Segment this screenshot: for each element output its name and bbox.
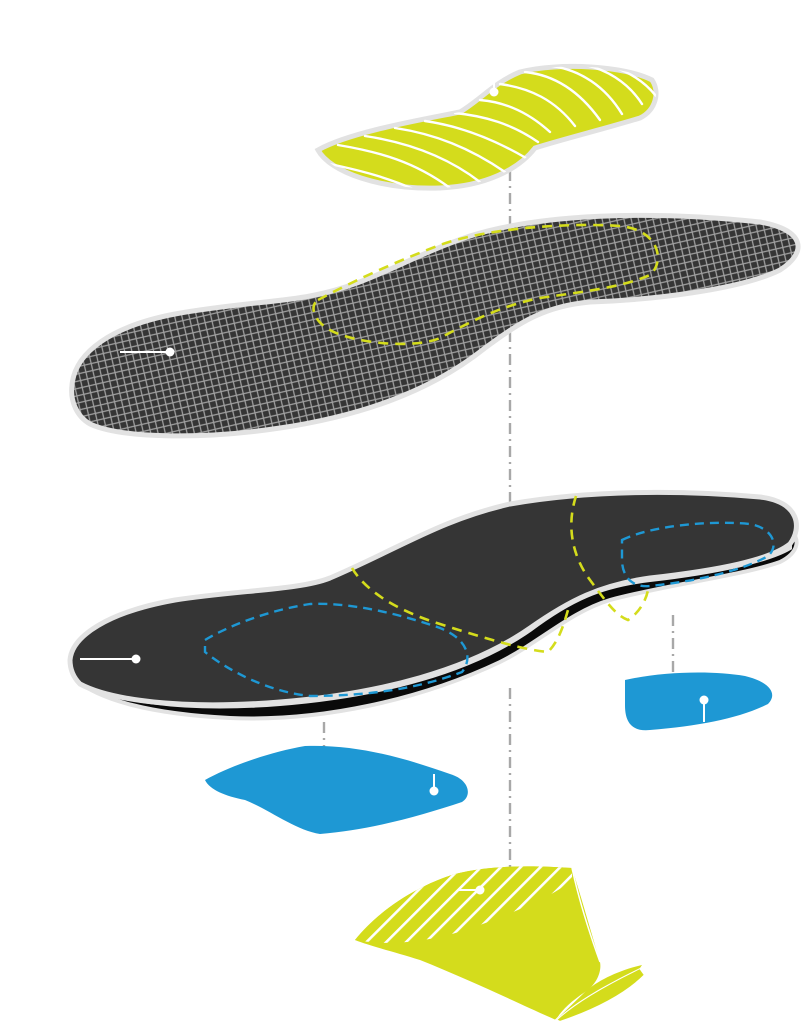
base-callout-dot [131, 654, 141, 664]
mesh-callout-dot [165, 347, 175, 357]
mesh-top-cover [69, 212, 801, 439]
base-arch-zone-outline [570, 495, 650, 622]
heel-cushion-pad [625, 672, 773, 731]
forefoot-blue-pad [205, 745, 468, 834]
forefoot-pad-outline [312, 223, 659, 346]
foam-base-layer [67, 489, 799, 721]
heel-stabilizer-cup [355, 866, 647, 1024]
cup-front-flap [556, 965, 642, 1020]
cup-callout-dot [475, 885, 485, 895]
base-heel-pad-outline [620, 521, 775, 588]
cup-lip [554, 966, 647, 1024]
cup-fold-line [571, 867, 601, 963]
forefoot-cushion-pad [314, 64, 659, 191]
base-top-surface [67, 489, 799, 708]
base-forefoot-zone-outline [350, 567, 570, 654]
